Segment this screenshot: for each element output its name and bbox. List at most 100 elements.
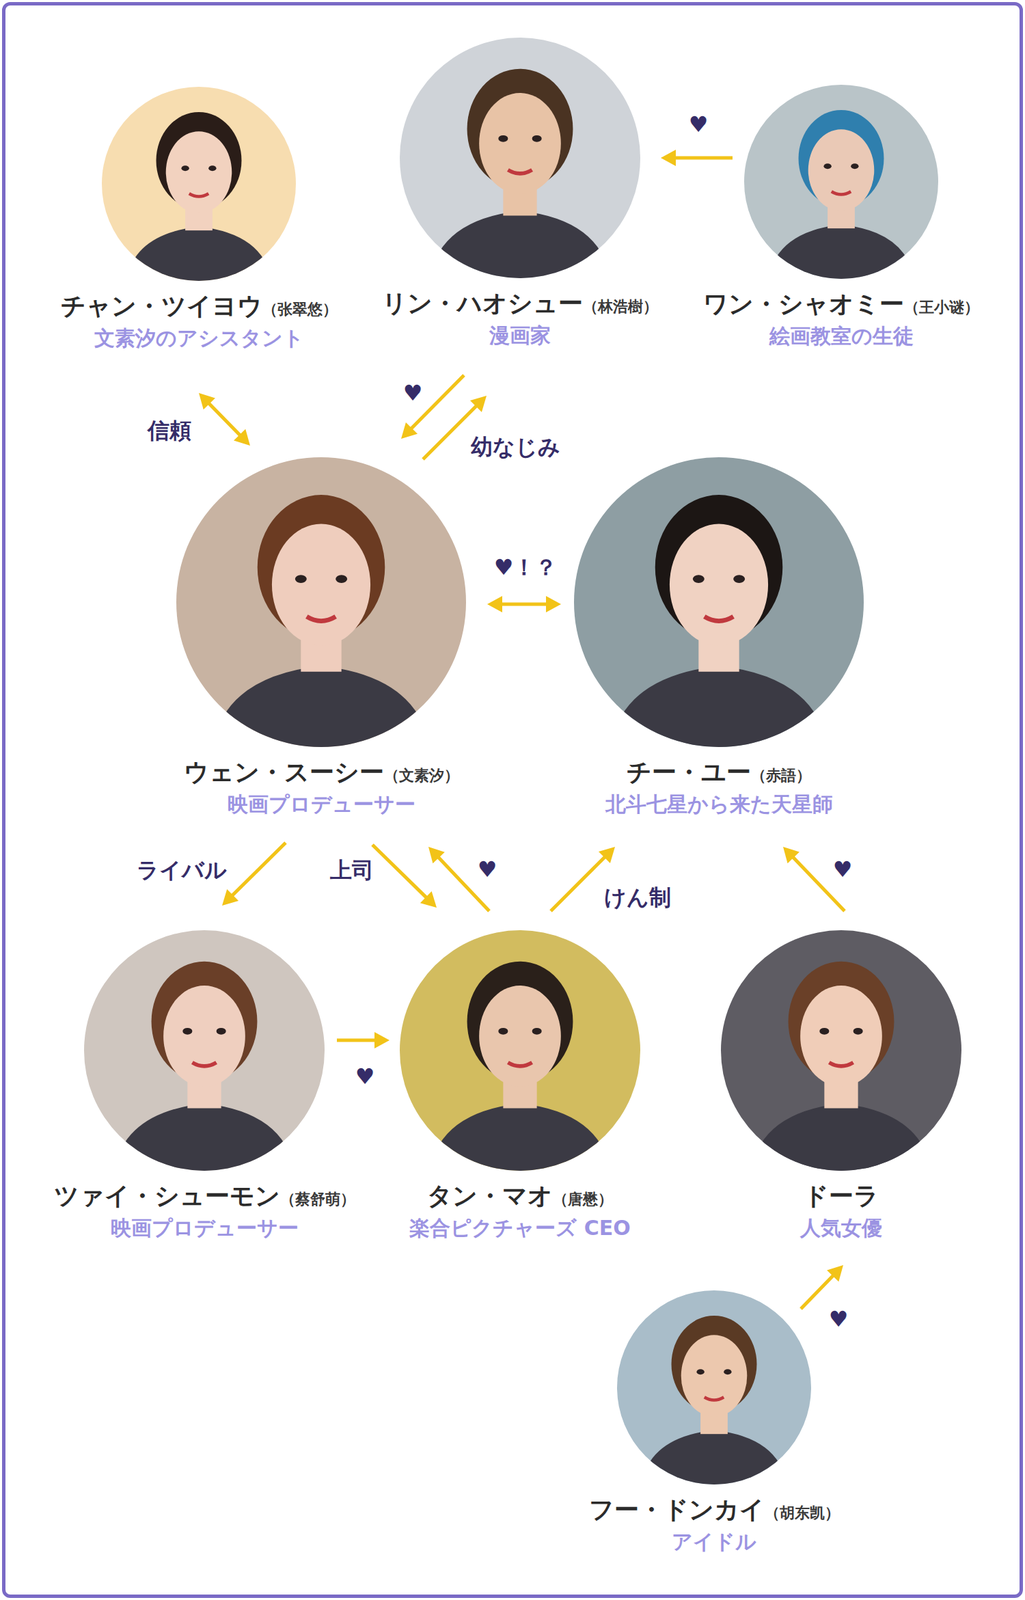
- relation-label: ♥！？: [491, 554, 561, 581]
- portrait-eye: [532, 1027, 542, 1035]
- chinese-name: （张翠悠）: [262, 300, 338, 318]
- portrait-mouth: [507, 170, 532, 174]
- portrait-shoulders: [749, 1102, 933, 1171]
- character-role: 北斗七星から来た天星師: [605, 792, 833, 817]
- portrait-illustration: [744, 84, 939, 279]
- portrait-illustration: [399, 37, 641, 279]
- portrait-eye: [696, 1368, 704, 1375]
- relation-arrow: [800, 1264, 844, 1309]
- portrait-eye: [216, 1027, 227, 1035]
- chinese-name: （唐懋）: [552, 1190, 613, 1208]
- portrait-eye: [853, 1027, 864, 1035]
- portrait-shoulders: [608, 665, 829, 747]
- portrait-mouth: [507, 1062, 532, 1066]
- name-line: タン・マオ（唐懋）: [427, 1181, 613, 1210]
- chinese-name: （王小谜）: [904, 298, 980, 316]
- portrait-face: [479, 92, 562, 195]
- portrait-eye: [208, 165, 216, 171]
- arrowhead: [470, 395, 487, 413]
- character-name: ドーラ: [803, 1181, 879, 1210]
- portrait-shoulders: [428, 1102, 612, 1171]
- relation-label: ♥: [352, 1063, 378, 1090]
- portrait-illustration: [399, 930, 641, 1171]
- arrowhead: [428, 846, 445, 864]
- portrait-mouth: [192, 1062, 216, 1066]
- portrait-face: [271, 524, 371, 646]
- portrait-face: [808, 129, 875, 211]
- portrait-circle: [84, 930, 325, 1171]
- portrait-illustration: [574, 457, 864, 747]
- portrait-eye: [532, 135, 542, 143]
- portrait-illustration: [720, 930, 962, 1171]
- relation-label: ♥: [474, 856, 501, 883]
- relation-label: ♥: [400, 379, 426, 406]
- arrowhead: [545, 595, 562, 613]
- character-role: 楽合ピクチャーズ CEO: [409, 1216, 631, 1241]
- arrowhead: [233, 429, 251, 446]
- arrow-line: [673, 156, 733, 160]
- relation-label: 幼なじみ: [468, 433, 564, 460]
- portrait-eye: [498, 1027, 508, 1035]
- portrait-mouth: [189, 193, 209, 197]
- name-line: チャン・ツイヨウ（张翠悠）: [60, 291, 338, 320]
- portrait-illustration: [101, 86, 296, 281]
- portrait-face: [669, 524, 769, 646]
- name-line: ワン・シャオミー（王小谜）: [703, 289, 980, 318]
- portrait-face: [479, 985, 562, 1087]
- portrait-eye: [819, 1027, 829, 1035]
- portrait-eye: [335, 574, 348, 583]
- relation-label: ♥: [830, 856, 856, 883]
- character-name: ワン・シャオミー: [703, 289, 905, 318]
- arrowhead: [487, 595, 503, 613]
- portrait-shoulders: [767, 224, 915, 279]
- portrait-eye: [733, 574, 745, 583]
- character-role: 漫画家: [489, 323, 551, 348]
- character-name: フー・ドンカイ: [589, 1495, 765, 1524]
- portrait-shoulders: [428, 210, 612, 279]
- portrait-circle: [399, 37, 641, 279]
- relation-label: ライバル: [133, 856, 230, 883]
- portrait-face: [166, 131, 233, 213]
- portrait-shoulders: [640, 1429, 788, 1485]
- arrow-line: [230, 842, 286, 897]
- portrait-illustration: [617, 1290, 812, 1485]
- character-card: ツァイ・シューモン（蔡舒萌）映画プロデューサー: [53, 930, 356, 1241]
- portrait-shoulders: [211, 665, 432, 747]
- portrait-circle: [101, 86, 296, 281]
- arrow-line: [800, 1273, 835, 1309]
- portrait-eye: [295, 574, 307, 583]
- character-card: ワン・シャオミー（王小谜） 絵画教室の生徒: [703, 84, 980, 349]
- arrowhead: [374, 1031, 390, 1049]
- portrait-circle: [720, 930, 962, 1171]
- character-role: 人気女優: [800, 1216, 883, 1241]
- arrow-line: [336, 1038, 378, 1043]
- arrowhead: [401, 422, 418, 439]
- portrait-circle: [617, 1290, 812, 1485]
- chinese-name: （胡东凯）: [764, 1504, 840, 1522]
- arrowhead: [660, 149, 676, 167]
- portrait-eye: [692, 574, 705, 583]
- character-card: チー・ユー（赤語）北斗七星から来た天星師: [574, 457, 864, 817]
- portrait-eye: [723, 1368, 732, 1375]
- character-role: アイドル: [671, 1529, 757, 1554]
- character-name: リン・ハオシュー: [381, 289, 583, 318]
- portrait-circle: [574, 457, 864, 747]
- character-role: 映画プロデューサー: [110, 1216, 299, 1241]
- character-card: リン・ハオシュー（林浩樹） 漫画家: [381, 37, 659, 348]
- portrait-circle: [176, 457, 467, 747]
- portrait-face: [163, 985, 246, 1087]
- character-name: タン・マオ: [427, 1181, 553, 1210]
- portrait-circle: [744, 84, 939, 279]
- chinese-name: （林浩樹）: [582, 297, 659, 316]
- portrait-eye: [182, 1027, 193, 1035]
- character-name: チャン・ツイヨウ: [60, 291, 263, 320]
- character-role: 絵画教室の生徒: [769, 324, 914, 349]
- portrait-shoulders: [112, 1102, 296, 1171]
- character-name: チー・ユー: [626, 757, 751, 786]
- arrow-line: [550, 855, 607, 911]
- arrowhead: [598, 846, 615, 864]
- character-card: チャン・ツイヨウ（张翠悠）文素汐のアシスタント: [60, 86, 338, 351]
- portrait-mouth: [306, 616, 336, 621]
- relation-arrow: [660, 149, 733, 167]
- relation-arrow: [372, 844, 437, 908]
